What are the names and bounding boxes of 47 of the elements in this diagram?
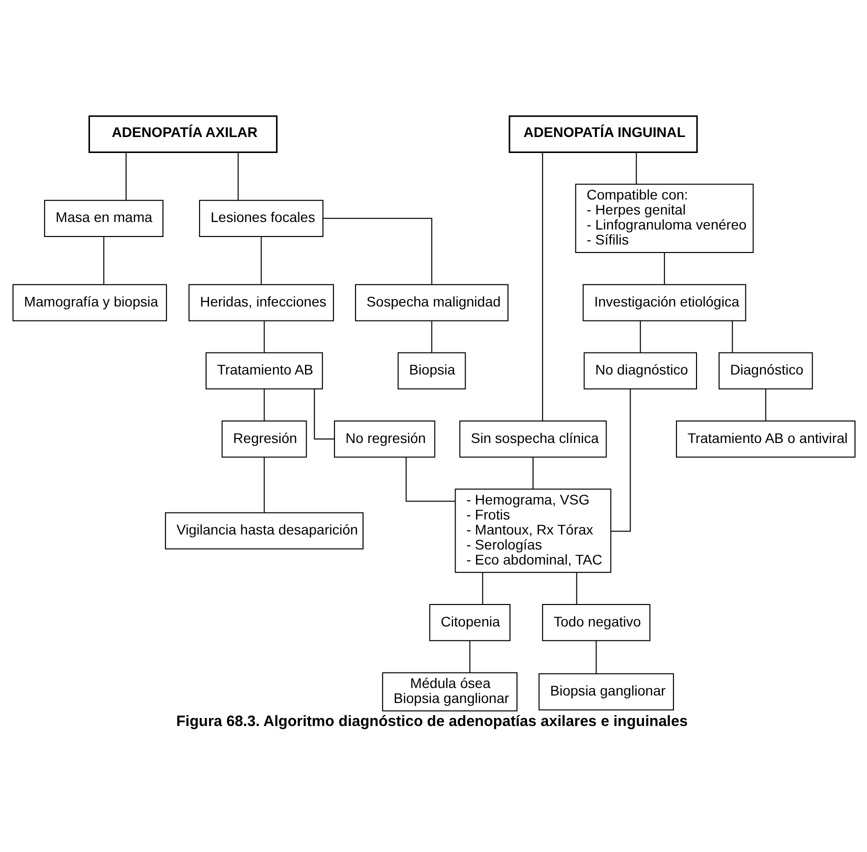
node-box: ADENOPATÍA INGUINAL [508,115,698,153]
node-box: Mamografía y biopsia [12,284,166,322]
connector [731,320,732,353]
node-box: Biopsia ganglionar [538,673,674,710]
node-box: No diagnóstico [583,352,697,390]
connector [635,152,636,184]
connector [263,457,264,513]
node-box: Diagnóstico [718,352,812,390]
connector [610,388,630,532]
node-box: Todo negativo [542,604,650,642]
connector [468,640,470,673]
node-box: Citopenia [428,604,510,642]
caption: Figura 68.3. Algoritmo diagnóstico de adenopatías axilares e inguinales [176,712,688,730]
node-box: Masa en mama [44,200,163,237]
connector [639,320,640,353]
connector [322,218,432,284]
connector [260,236,262,284]
connector [595,640,596,674]
connector [532,457,534,490]
node-box: Biopsia [397,352,466,390]
connector [263,320,264,353]
node-box: Compatible con: - Herpes genital - Linfogranuloma venéreo - Sífilis [574,184,754,253]
connector [482,572,483,604]
node-box: Médula ósea Biopsia ganglionar [382,672,517,712]
node-box: Lesiones focales [198,200,323,237]
node-box: Tratamiento AB o antiviral [675,420,855,458]
connector [263,389,264,421]
node-box: Sospecha malignidad [354,284,508,322]
node-box: Regresión [221,420,306,458]
node-box: Investigación etiológica [582,284,746,322]
node-box: Heridas, infecciones [188,284,334,322]
node-box: Sin sospecha clínica [458,420,606,458]
connector [405,457,455,502]
connector [576,572,577,604]
node-box: - Hemograma, VSG - Frotis - Mantoux, Rx Tórax - Serologías - Eco abdominal, TAC [454,488,611,573]
connector [313,389,334,440]
node-box: ADENOPATÍA AXILAR [88,115,278,153]
connector [663,252,664,285]
node-box: Tratamiento AB [205,352,322,390]
connector [102,236,104,284]
connector [125,152,126,200]
connector [430,320,432,353]
node-box: No regresión [333,420,435,458]
connector [542,152,543,421]
connector [764,389,766,421]
connector [237,152,238,200]
node-box: Vigilancia hasta desaparición [164,512,364,550]
